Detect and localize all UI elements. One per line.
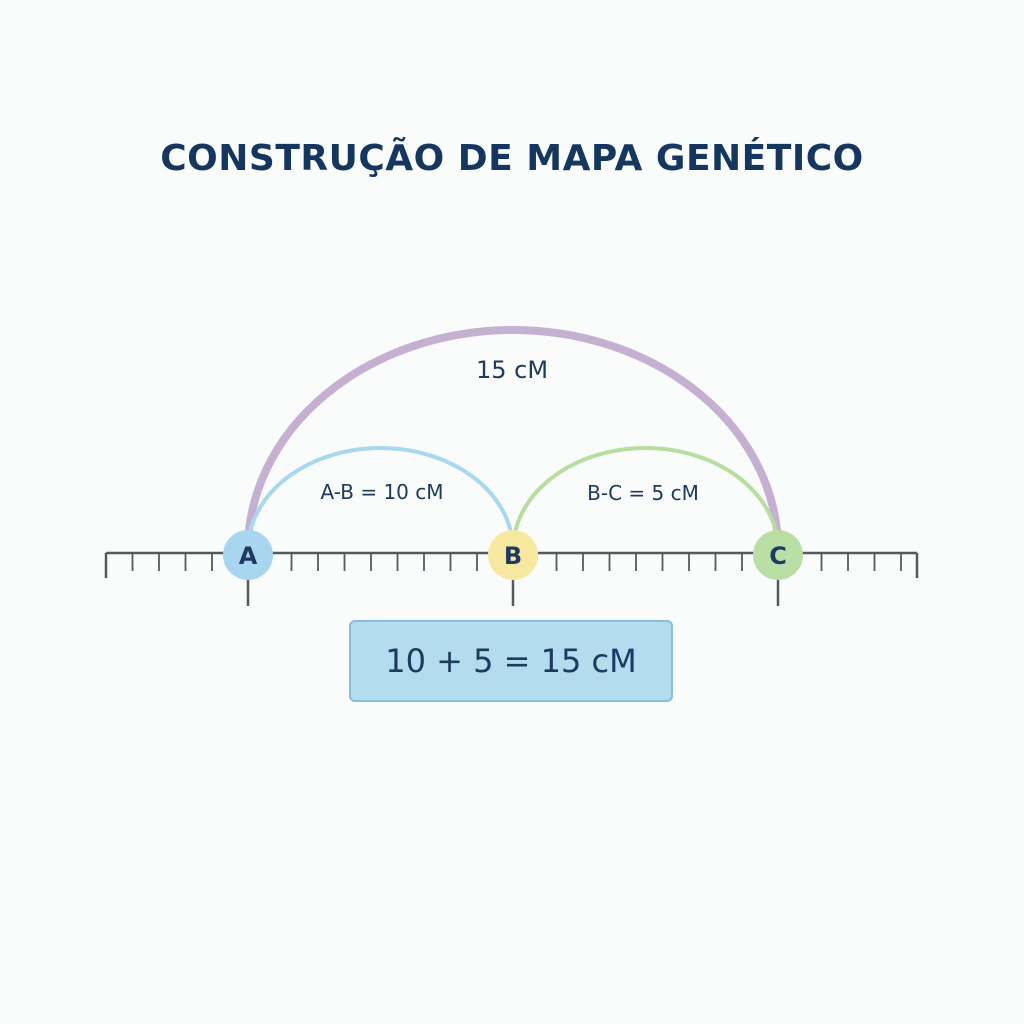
arc-b-to-c — [511, 446, 780, 552]
marker-c-circle — [753, 530, 803, 580]
marker-c-label: C — [769, 542, 787, 570]
marker-b-circle — [488, 530, 538, 580]
marker-b-label: B — [504, 542, 522, 570]
marker-a: A — [223, 530, 273, 580]
arc-a-to-c — [244, 326, 782, 554]
page-title: CONSTRUÇÃO DE MAPA GENÉTICO — [160, 138, 864, 179]
arc-label-b-c: B-C = 5 cM — [587, 481, 699, 505]
arc-label-a-c: 15 cM — [476, 356, 548, 384]
marker-b: B — [488, 530, 538, 580]
marker-c: C — [753, 530, 803, 580]
equation-box: 10 + 5 = 15 cM — [349, 620, 673, 702]
arc-a-to-b — [246, 446, 515, 552]
arc-label-a-b: A-B = 10 cM — [321, 480, 444, 504]
marker-a-label: A — [239, 542, 258, 570]
marker-a-circle — [223, 530, 273, 580]
